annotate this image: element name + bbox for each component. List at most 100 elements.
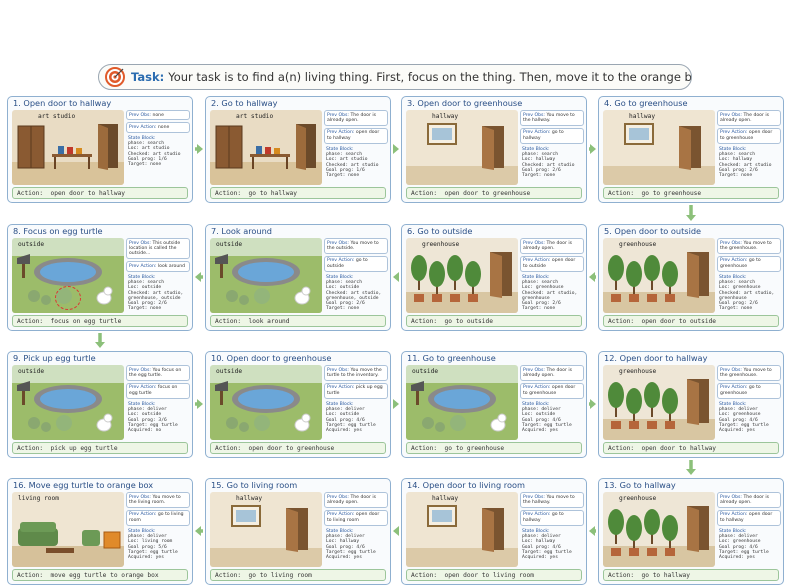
- state-line: Goal prog: 4/6: [719, 544, 758, 550]
- action-value: open door to living room: [444, 572, 534, 579]
- scene-label: living room: [18, 495, 59, 502]
- prev-obs-box: Prev Obs: You move to the outside.: [324, 238, 388, 254]
- prev-action-value: go to outside: [327, 258, 368, 269]
- scene-illustration: outside: [210, 365, 322, 440]
- scene-illustration: art studio: [12, 110, 124, 185]
- scene-illustration: greenhouse: [603, 492, 715, 567]
- action-value: move egg turtle to orange box: [50, 572, 159, 579]
- state-line: Target: egg turtle: [128, 422, 178, 428]
- step-title: 1. Open door to hallway: [13, 98, 112, 108]
- prev-action-box: Prev Action: look around: [126, 261, 190, 272]
- action-value: go to hallway: [641, 572, 690, 579]
- state-line: Goal prog: 4/6: [326, 544, 365, 550]
- state-line: Goal prog: 1/6: [326, 167, 365, 173]
- flow-arrow: [195, 272, 203, 282]
- step-title: 6. Go to outside: [407, 226, 473, 236]
- step-card: 3. Open door to greenhouse hallway Prev …: [401, 96, 587, 203]
- prev-action-box: Prev Action: open door to outside: [520, 255, 584, 272]
- state-line: Goal prog: 4/6: [719, 417, 758, 423]
- state-header: State Block:: [326, 274, 354, 280]
- scene-illustration: art studio: [210, 110, 322, 185]
- prev-action-key: Prev Action:: [327, 385, 355, 391]
- prev-obs-box: Prev Obs: The door is already open.: [520, 365, 584, 381]
- action-bar: Action: look around: [210, 315, 386, 327]
- scene-label: hallway: [629, 113, 656, 120]
- action-bar: Action: open door to living room: [406, 569, 582, 581]
- action-value: open door to outside: [641, 318, 717, 325]
- prev-obs-box: Prev Obs: You move to the living room.: [126, 492, 190, 508]
- step-card: 16. Move egg turtle to orange box living…: [7, 478, 193, 585]
- action-value: focus on egg turtle: [50, 318, 122, 325]
- step-title: 13. Go to hallway: [604, 480, 676, 490]
- step-title: 16. Move egg turtle to orange box: [13, 480, 154, 490]
- prev-obs-key: Prev Obs:: [327, 367, 349, 373]
- action-bar: Action: go to greenhouse: [603, 187, 779, 199]
- state-line: Loc: hallway: [522, 157, 556, 163]
- prev-action-key: Prev Action:: [523, 258, 551, 264]
- prev-action-value: pick up egg turtle: [327, 385, 383, 396]
- state-line: Goal prog: 2/6: [522, 167, 561, 173]
- action-value: go to hallway: [248, 190, 297, 197]
- action-value: open door to hallway: [641, 445, 717, 452]
- action-value: open door to greenhouse: [444, 190, 531, 197]
- prev-action-key: Prev Action:: [327, 258, 355, 264]
- step-title: 12. Open door to hallway: [604, 353, 708, 363]
- state-header: State Block:: [719, 274, 747, 280]
- step-title: 7. Look around: [211, 226, 272, 236]
- scene-illustration: hallway: [406, 110, 518, 185]
- action-value: go to greenhouse: [641, 190, 702, 197]
- scene-illustration: hallway: [406, 492, 518, 567]
- step-title: 2. Go to hallway: [211, 98, 278, 108]
- prev-obs-value: The door is already open.: [720, 494, 769, 505]
- state-line: Loc: outside: [326, 285, 360, 291]
- prev-obs-value: You move to the outside.: [327, 240, 379, 251]
- scene-label: hallway: [432, 113, 459, 120]
- scene-illustration: greenhouse: [603, 238, 715, 313]
- scene-label: outside: [216, 368, 243, 375]
- action-key: Action:: [608, 190, 635, 197]
- action-key: Action:: [215, 190, 242, 197]
- state-line: Loc: greenhouse: [719, 539, 761, 545]
- prev-obs-value: The door is already open.: [523, 367, 572, 378]
- state-line: Target: egg turtle: [719, 549, 769, 555]
- prev-action-key: Prev Action:: [720, 258, 748, 264]
- prev-obs-key: Prev Obs:: [720, 494, 742, 500]
- state-line: phase: deliver: [128, 406, 167, 412]
- step-title: 14. Open door to living room: [407, 480, 525, 490]
- action-value: look around: [248, 318, 290, 325]
- state-line: Goal prog: 5/6: [128, 544, 167, 550]
- state-line: Loc: outside: [326, 412, 360, 418]
- prev-obs-box: Prev Obs: You move to the greenhouse.: [717, 238, 781, 254]
- step-card: 1. Open door to hallway art studio Prev …: [7, 96, 193, 203]
- prev-action-value: look around: [157, 263, 186, 269]
- prev-action-box: Prev Action: open door to greenhouse: [520, 382, 584, 399]
- scene-label: art studio: [236, 113, 274, 120]
- state-line: phase: search: [719, 151, 755, 157]
- prev-obs-key: Prev Obs:: [720, 112, 742, 118]
- prev-obs-box: Prev Obs: You move the turtle to the inv…: [324, 365, 388, 381]
- state-header: State Block:: [326, 146, 354, 152]
- flow-arrow: [686, 205, 696, 221]
- flow-arrow: [589, 144, 596, 154]
- scene-label: greenhouse: [619, 368, 657, 375]
- state-header: State Block:: [326, 401, 354, 407]
- prev-obs-key: Prev Obs:: [720, 240, 742, 246]
- state-line: phase: search: [522, 279, 558, 285]
- prev-obs-box: Prev Obs: none: [126, 110, 190, 121]
- prev-action-value: go to living room: [129, 512, 184, 523]
- prev-action-value: open door to hallway: [720, 512, 773, 523]
- prev-obs-value: You move to the living room.: [129, 494, 181, 505]
- step-card: 15. Go to living room hallway Prev Obs: …: [205, 478, 391, 585]
- scene-label: outside: [412, 368, 439, 375]
- prev-obs-box: Prev Obs: This outside location is calle…: [126, 238, 190, 260]
- focus-highlight: [55, 286, 81, 310]
- step-card: 7. Look around outside Prev Obs: You mov…: [205, 224, 391, 331]
- prev-obs-value: You move to the greenhouse.: [720, 367, 772, 378]
- state-line: Acquired: yes: [522, 428, 558, 434]
- state-line: Target: none: [719, 173, 753, 179]
